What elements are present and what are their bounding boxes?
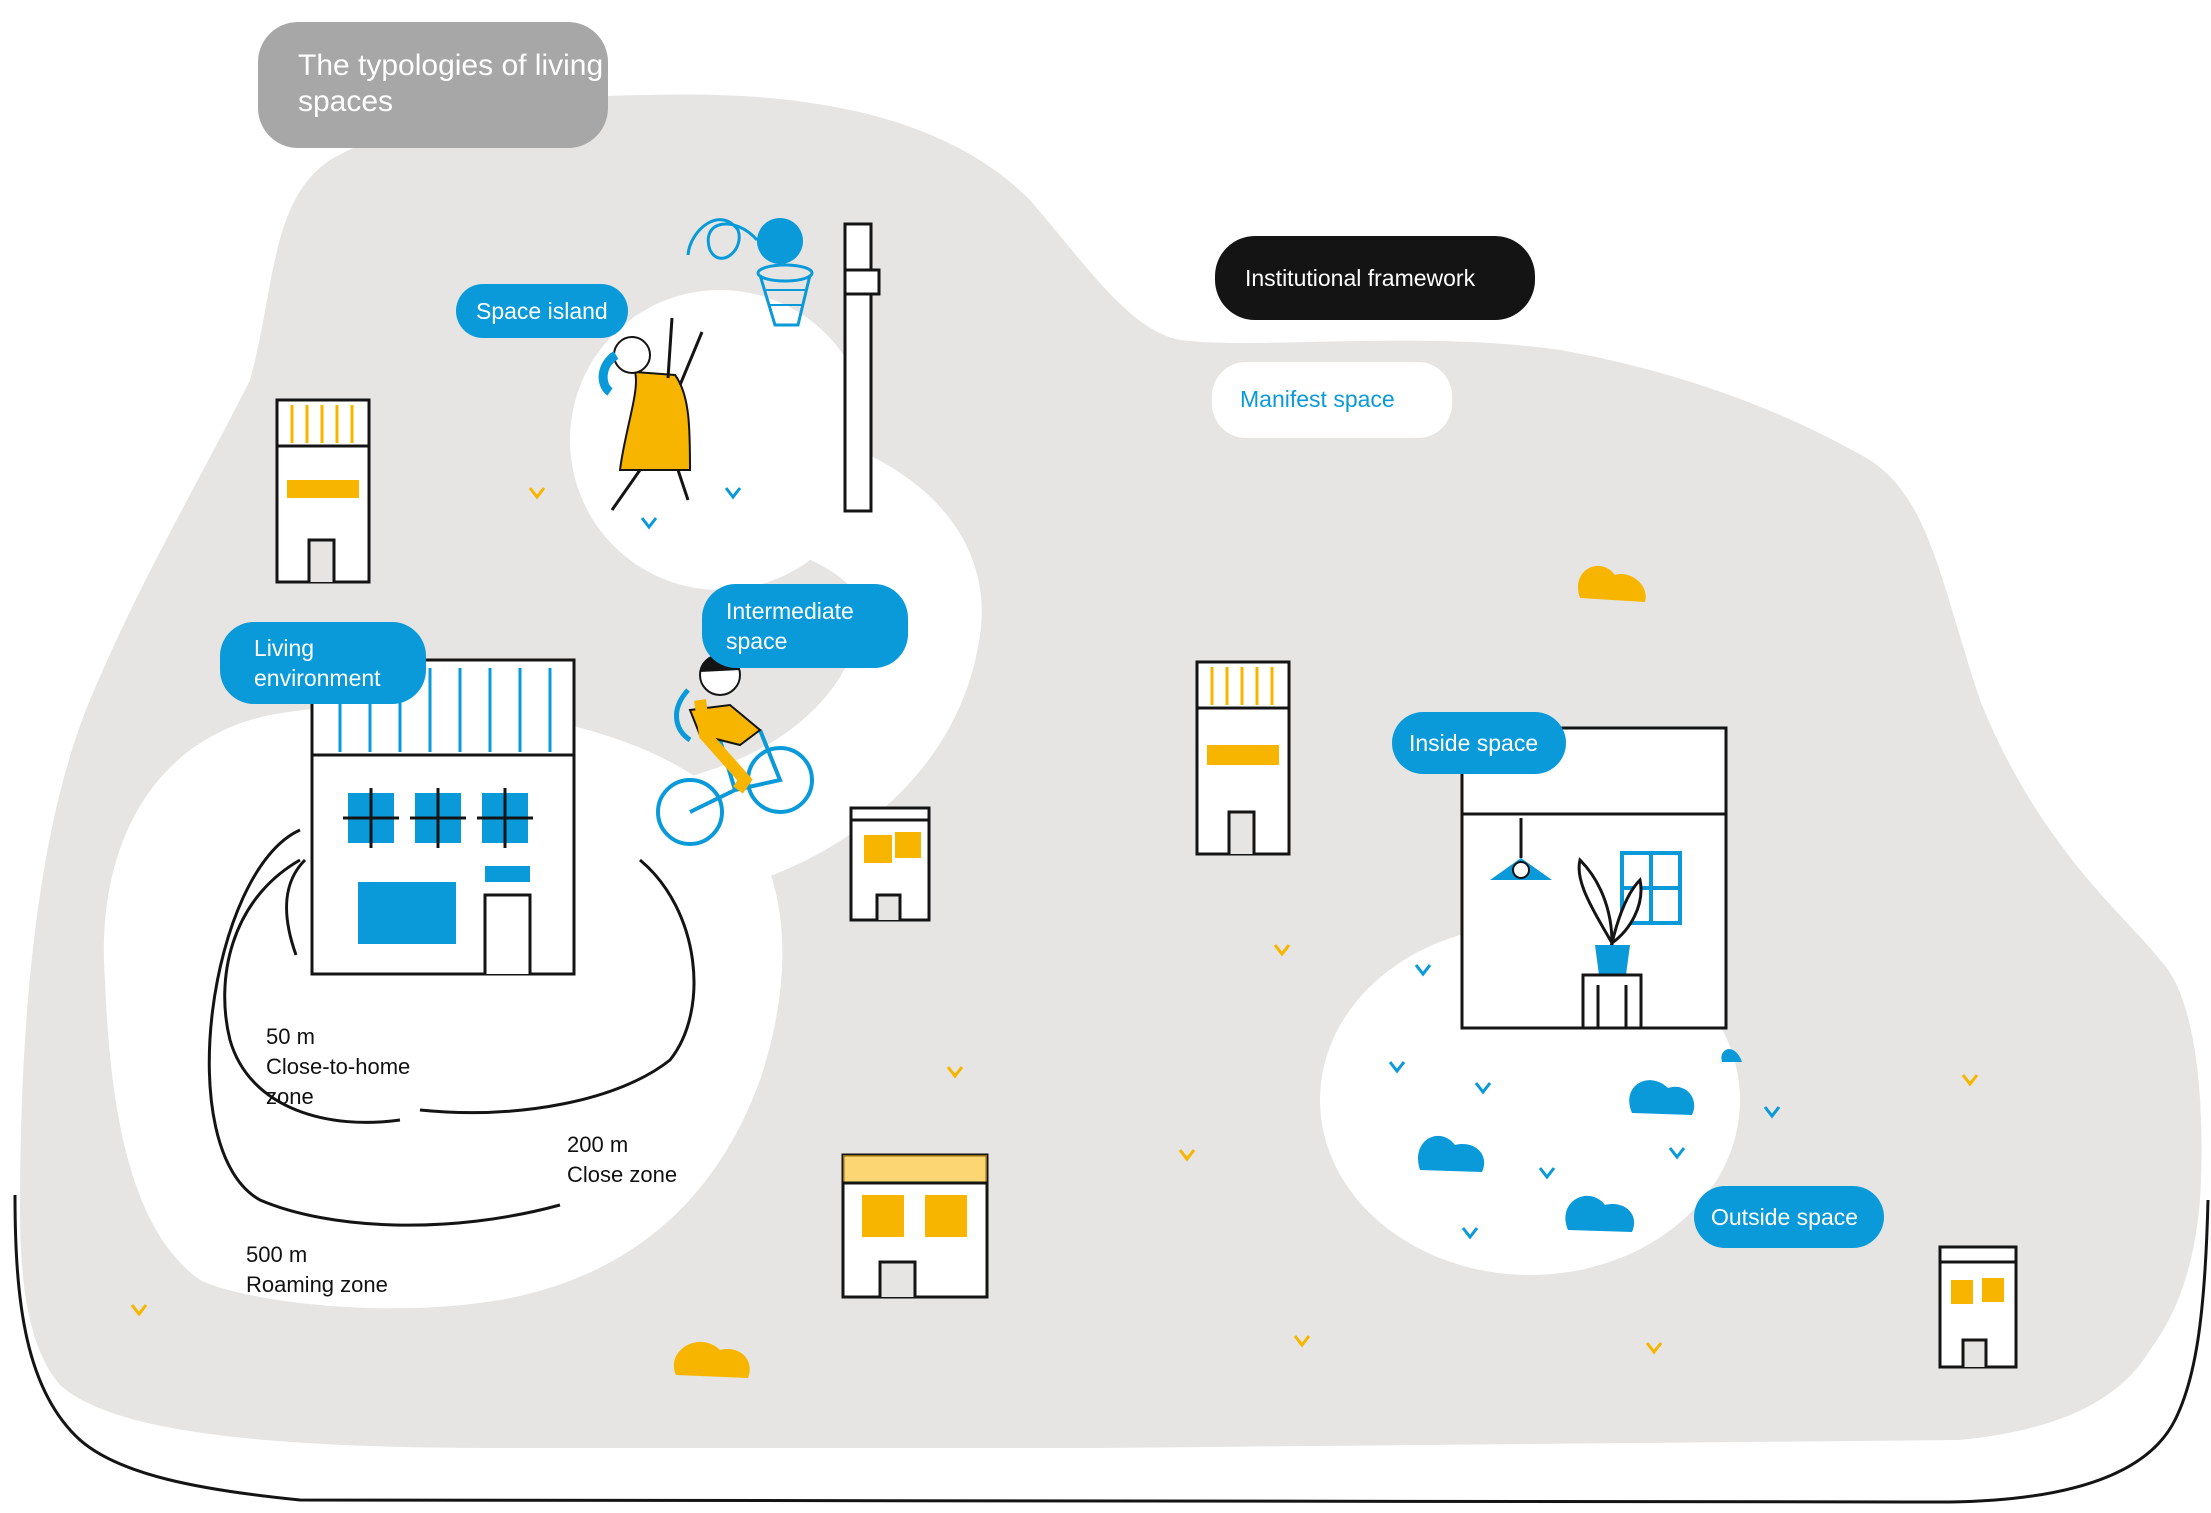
label-intermediate-space: Intermediate space bbox=[702, 584, 908, 668]
label-space-island: Space island bbox=[456, 284, 628, 338]
label-living-environment: Living environment bbox=[220, 622, 426, 704]
label-inside-space: Inside space bbox=[1392, 712, 1566, 774]
small-building-3 bbox=[849, 806, 931, 922]
zone-roaming: 500 m Roaming zone bbox=[246, 1242, 388, 1297]
zone-close: 200 m Close zone bbox=[567, 1132, 678, 1187]
small-building-4 bbox=[841, 1153, 989, 1299]
living-environment-building bbox=[310, 658, 576, 976]
space-island-area bbox=[570, 290, 870, 590]
label-institutional-framework: Institutional framework bbox=[1215, 236, 1535, 320]
basketball-hoop bbox=[686, 218, 881, 513]
zone-close-to-home: 50 m Close-to-home zone bbox=[266, 1024, 411, 1109]
grass-marks bbox=[130, 487, 1979, 1355]
label-manifest-space: Manifest space bbox=[1212, 362, 1452, 438]
inside-space-house bbox=[1460, 726, 1728, 1030]
page-title: The typologies of living spaces bbox=[258, 22, 608, 148]
small-building-2 bbox=[1195, 660, 1291, 856]
label-outside-space: Outside space bbox=[1694, 1186, 1884, 1248]
zone-arcs bbox=[207, 828, 696, 1227]
small-building-5 bbox=[1938, 1245, 2018, 1369]
frame-line bbox=[13, 1194, 2210, 1504]
bushes bbox=[673, 565, 1742, 1378]
cyclist bbox=[656, 654, 814, 846]
small-building-1 bbox=[275, 398, 371, 584]
basketball-player bbox=[598, 317, 704, 511]
